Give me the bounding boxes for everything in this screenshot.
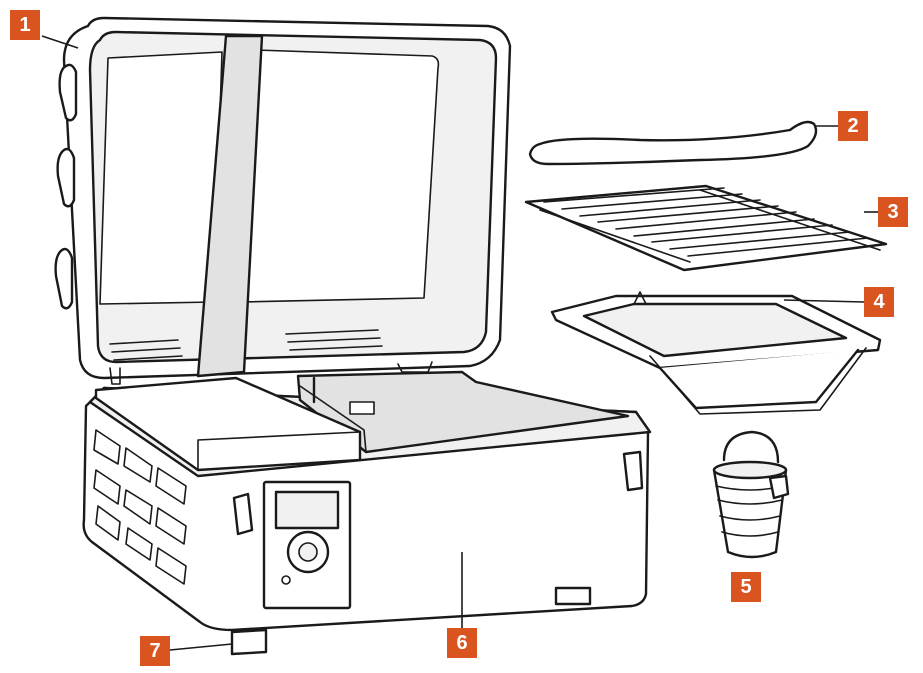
gasket-drawing — [528, 120, 838, 166]
grease-tray-drawing — [550, 291, 882, 415]
grease-bucket-drawing — [712, 430, 790, 559]
callout-2-gasket: 2 — [838, 111, 868, 141]
lid-leader — [41, 35, 79, 49]
callout-4-grease-tray: 4 — [864, 287, 894, 317]
foot-drawing — [169, 628, 268, 656]
callout-6-grill-body: 6 — [447, 628, 477, 658]
callout-5-grease-bucket: 5 — [731, 572, 761, 602]
callout-7-foot: 7 — [140, 636, 170, 666]
callout-1-lid: 1 — [10, 10, 40, 40]
grill-grate-drawing — [524, 184, 888, 272]
callout-3-grill-grate: 3 — [878, 197, 908, 227]
grill-body-drawing — [82, 370, 652, 632]
lid-drawing — [54, 16, 512, 385]
